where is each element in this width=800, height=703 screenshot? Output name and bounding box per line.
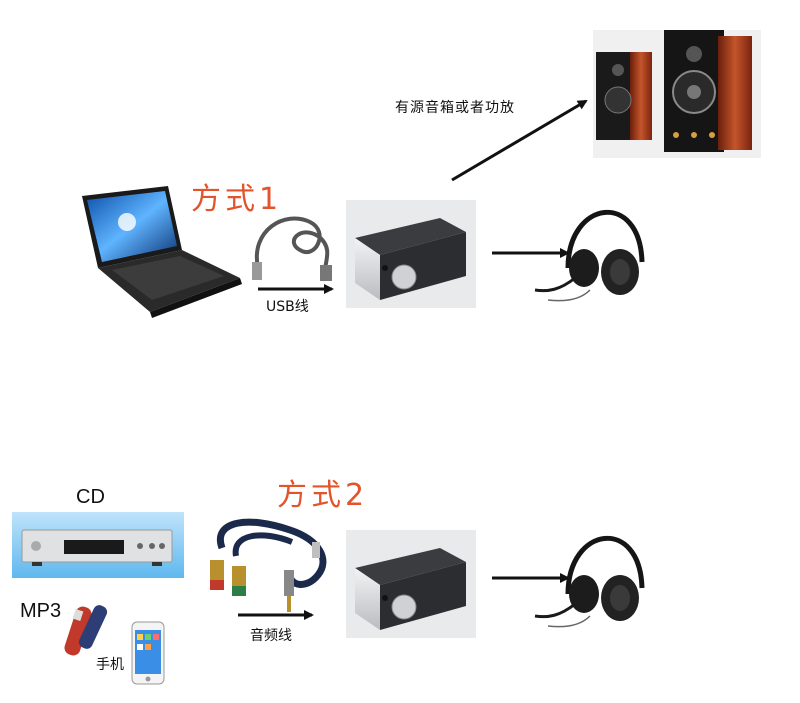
usb-cable-label: USB线 [266,299,309,315]
dac-amplifier-icon-2 [346,530,476,638]
laptop-icon [82,186,242,318]
cd-label: CD [76,486,105,508]
speakers-icon [593,30,761,158]
phone-icon [131,621,165,685]
headphones-icon [534,209,645,302]
mp3-player-icon [64,605,108,656]
audio-cable-icon [210,518,327,612]
mp3-label: MP3 [20,600,62,622]
phone-label: 手机 [96,657,124,673]
audio-cable-label: 音频线 [250,628,292,644]
headphones-icon-2 [534,535,645,628]
usb-cable-icon [252,216,332,281]
arrow-to-speakers [451,99,588,182]
dac-amplifier-icon [346,200,476,308]
method1-title: 方式1 [191,182,283,217]
cd-player-icon [12,512,184,578]
speaker-label: 有源音箱或者功放 [395,100,515,116]
method2-title: 方式2 [277,478,369,513]
